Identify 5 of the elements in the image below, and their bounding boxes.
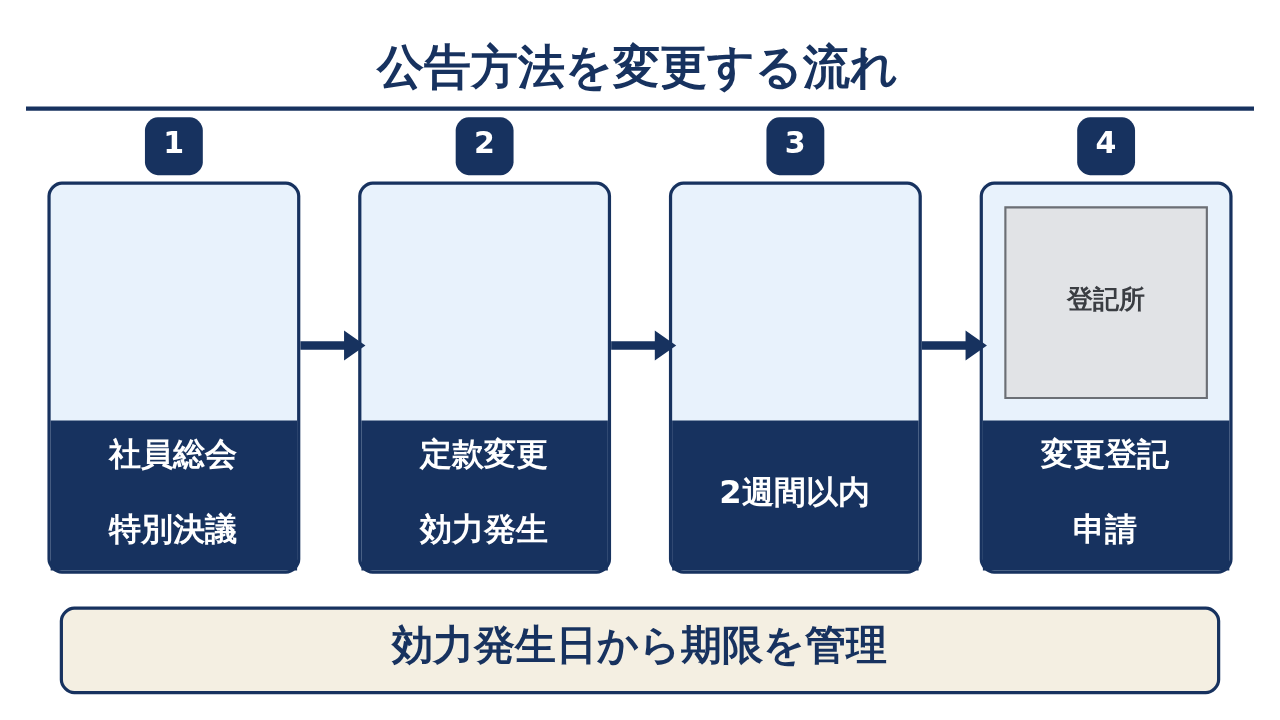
arrow xyxy=(921,330,987,361)
node-box: 効力発生日から期限を管理 xyxy=(59,606,1221,695)
diagram-title: 公告方法を変更する流れ xyxy=(377,39,899,95)
arrow xyxy=(300,330,366,361)
arrow xyxy=(611,330,677,361)
